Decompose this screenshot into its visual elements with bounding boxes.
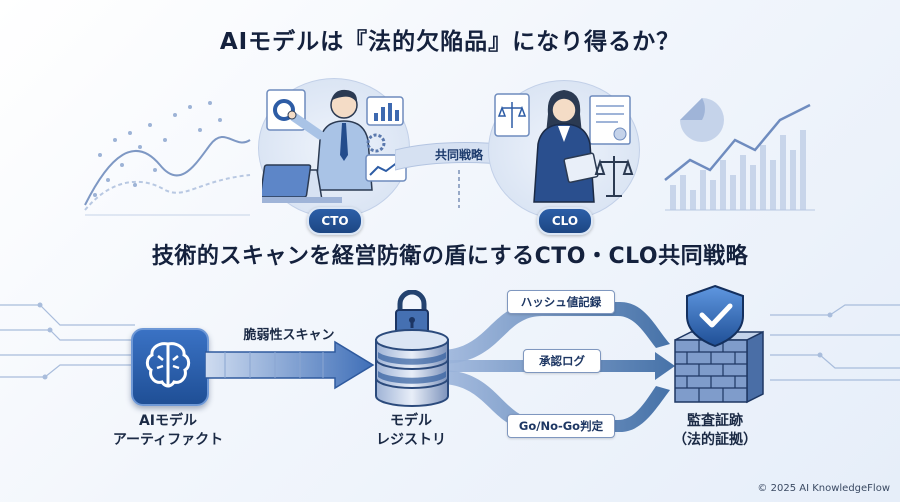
artifact-line2: アーティファクト	[112, 432, 224, 448]
copyright-footer: © 2025 AI KnowledgeFlow	[757, 483, 890, 494]
page-title: AIモデルは『法的欠陥品』になり得るか？	[219, 29, 681, 55]
clo-person-illustration	[494, 90, 634, 203]
right-chart-decoration	[664, 98, 815, 211]
registry-line2: レジストリ	[376, 432, 446, 448]
ai-model-artifact-icon	[131, 328, 209, 406]
model-registry-label: モデル レジストリ	[335, 412, 487, 450]
circuit-lines-right	[770, 304, 900, 381]
subtitle: 技術的スキャンを経営防衛の盾にするCTO・CLO共同戦略	[151, 244, 749, 269]
model-registry-database-icon	[375, 290, 449, 407]
cto-label: CTO	[307, 207, 363, 235]
circuit-lines-left	[0, 302, 135, 380]
registry-line1: モデル	[390, 413, 432, 429]
brain-icon	[145, 342, 191, 388]
joint-strategy-label: 共同戦略	[434, 148, 483, 162]
audit-trail-shield-wall-icon	[674, 284, 764, 404]
artifact-line1: AIモデル	[138, 413, 198, 429]
approval-log-tag: 承認ログ	[523, 349, 601, 373]
vulnerability-scan-label: 脆弱性スキャン	[243, 328, 335, 343]
audit-trail-label: 監査証跡 （法的証拠）	[640, 412, 790, 450]
audit-line2: （法的証拠）	[673, 432, 757, 448]
vulnerability-scan-arrow	[205, 340, 375, 390]
ai-model-artifact-label: AIモデル アーティファクト	[88, 412, 248, 450]
go-nogo-decision-tag: Go/No-Go判定	[507, 414, 615, 438]
cto-person-illustration	[262, 89, 407, 203]
audit-line1: 監査証跡	[687, 413, 743, 429]
left-chart-decoration	[84, 101, 251, 216]
clo-label: CLO	[537, 207, 593, 235]
hash-record-tag: ハッシュ値記録	[507, 290, 615, 314]
